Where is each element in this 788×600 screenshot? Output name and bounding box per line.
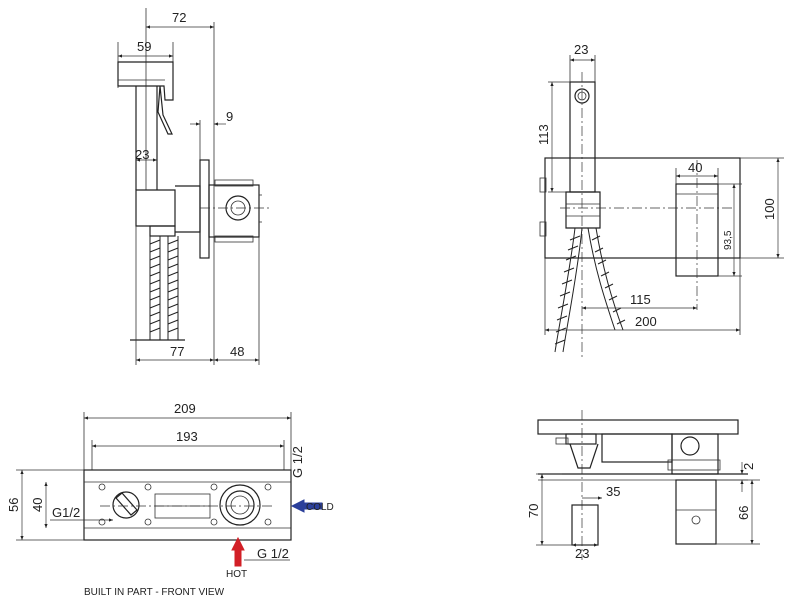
bottom-plate [537, 419, 739, 435]
bottom-handle-section [571, 504, 599, 546]
cold-label: COLD [306, 502, 334, 513]
dim-front-center-height: 93,5 [723, 230, 734, 250]
front-holder [565, 191, 601, 229]
dim-plan-inner-height: 40 [30, 498, 45, 512]
wall-plate [199, 159, 210, 259]
dim-bottom-height: 70 [526, 504, 541, 518]
dim-plan-hole-spacing: 193 [176, 429, 198, 444]
dim-bottom-knob-offset: 35 [606, 484, 620, 499]
side-view: 72 59 23 9 [117, 8, 270, 365]
front-hose [554, 227, 624, 353]
view-caption: BUILT IN PART - FRONT VIEW [84, 587, 225, 598]
hot-label: HOT [226, 569, 247, 580]
hose-coil [149, 239, 179, 333]
dim-bottom-gap: 2 [741, 463, 756, 470]
built-in-box [208, 184, 260, 238]
front-view: 23 113 40 93,5 [536, 42, 784, 360]
dim-plan-total-length: 209 [174, 401, 196, 416]
cold-inlet-arrow [290, 499, 323, 513]
dim-bottom-box-height: 66 [736, 506, 751, 520]
bottom-thread-label: G 1/2 [257, 546, 289, 561]
mounting-holes [98, 483, 272, 526]
holder-body [135, 189, 176, 227]
trigger-lever [157, 85, 173, 135]
dim-side-plate-thickness: 9 [226, 109, 233, 124]
front-handle [569, 81, 596, 193]
dim-bottom-handle-width: 23 [575, 546, 589, 561]
left-outlet-port [112, 491, 140, 519]
dim-side-total-depth: 72 [172, 10, 186, 25]
dim-side-box-depth: 77 [170, 344, 184, 359]
bottom-knob-section [675, 479, 717, 545]
dim-front-plate-width: 200 [635, 314, 657, 329]
handle-shaft [135, 86, 158, 190]
bottom-view: 2 35 70 66 23 [526, 410, 760, 561]
mixer-cartridge-port [219, 484, 261, 526]
hose-coupling [149, 225, 176, 237]
dim-front-handle-width: 23 [574, 42, 588, 57]
bottom-valve-body [601, 433, 673, 463]
dim-front-handle-height: 113 [536, 124, 551, 145]
built-in-part-view: 209 193 [6, 401, 334, 598]
dim-front-plate-height: 100 [762, 198, 777, 220]
built-in-body [83, 469, 292, 541]
dim-front-center-offset: 115 [630, 292, 651, 307]
top-thread-label: G 1/2 [290, 446, 305, 478]
dim-side-handle-length: 59 [137, 39, 151, 54]
left-thread-label: G1/2 [52, 505, 80, 520]
dim-front-knob-width: 40 [688, 160, 702, 175]
dim-side-handle-width: 23 [135, 147, 149, 162]
hot-inlet-arrow [231, 536, 245, 567]
front-plate [544, 157, 741, 259]
hand-shower-head [117, 61, 174, 101]
dim-side-box-offset: 48 [230, 344, 244, 359]
dim-plan-height: 56 [6, 498, 21, 512]
